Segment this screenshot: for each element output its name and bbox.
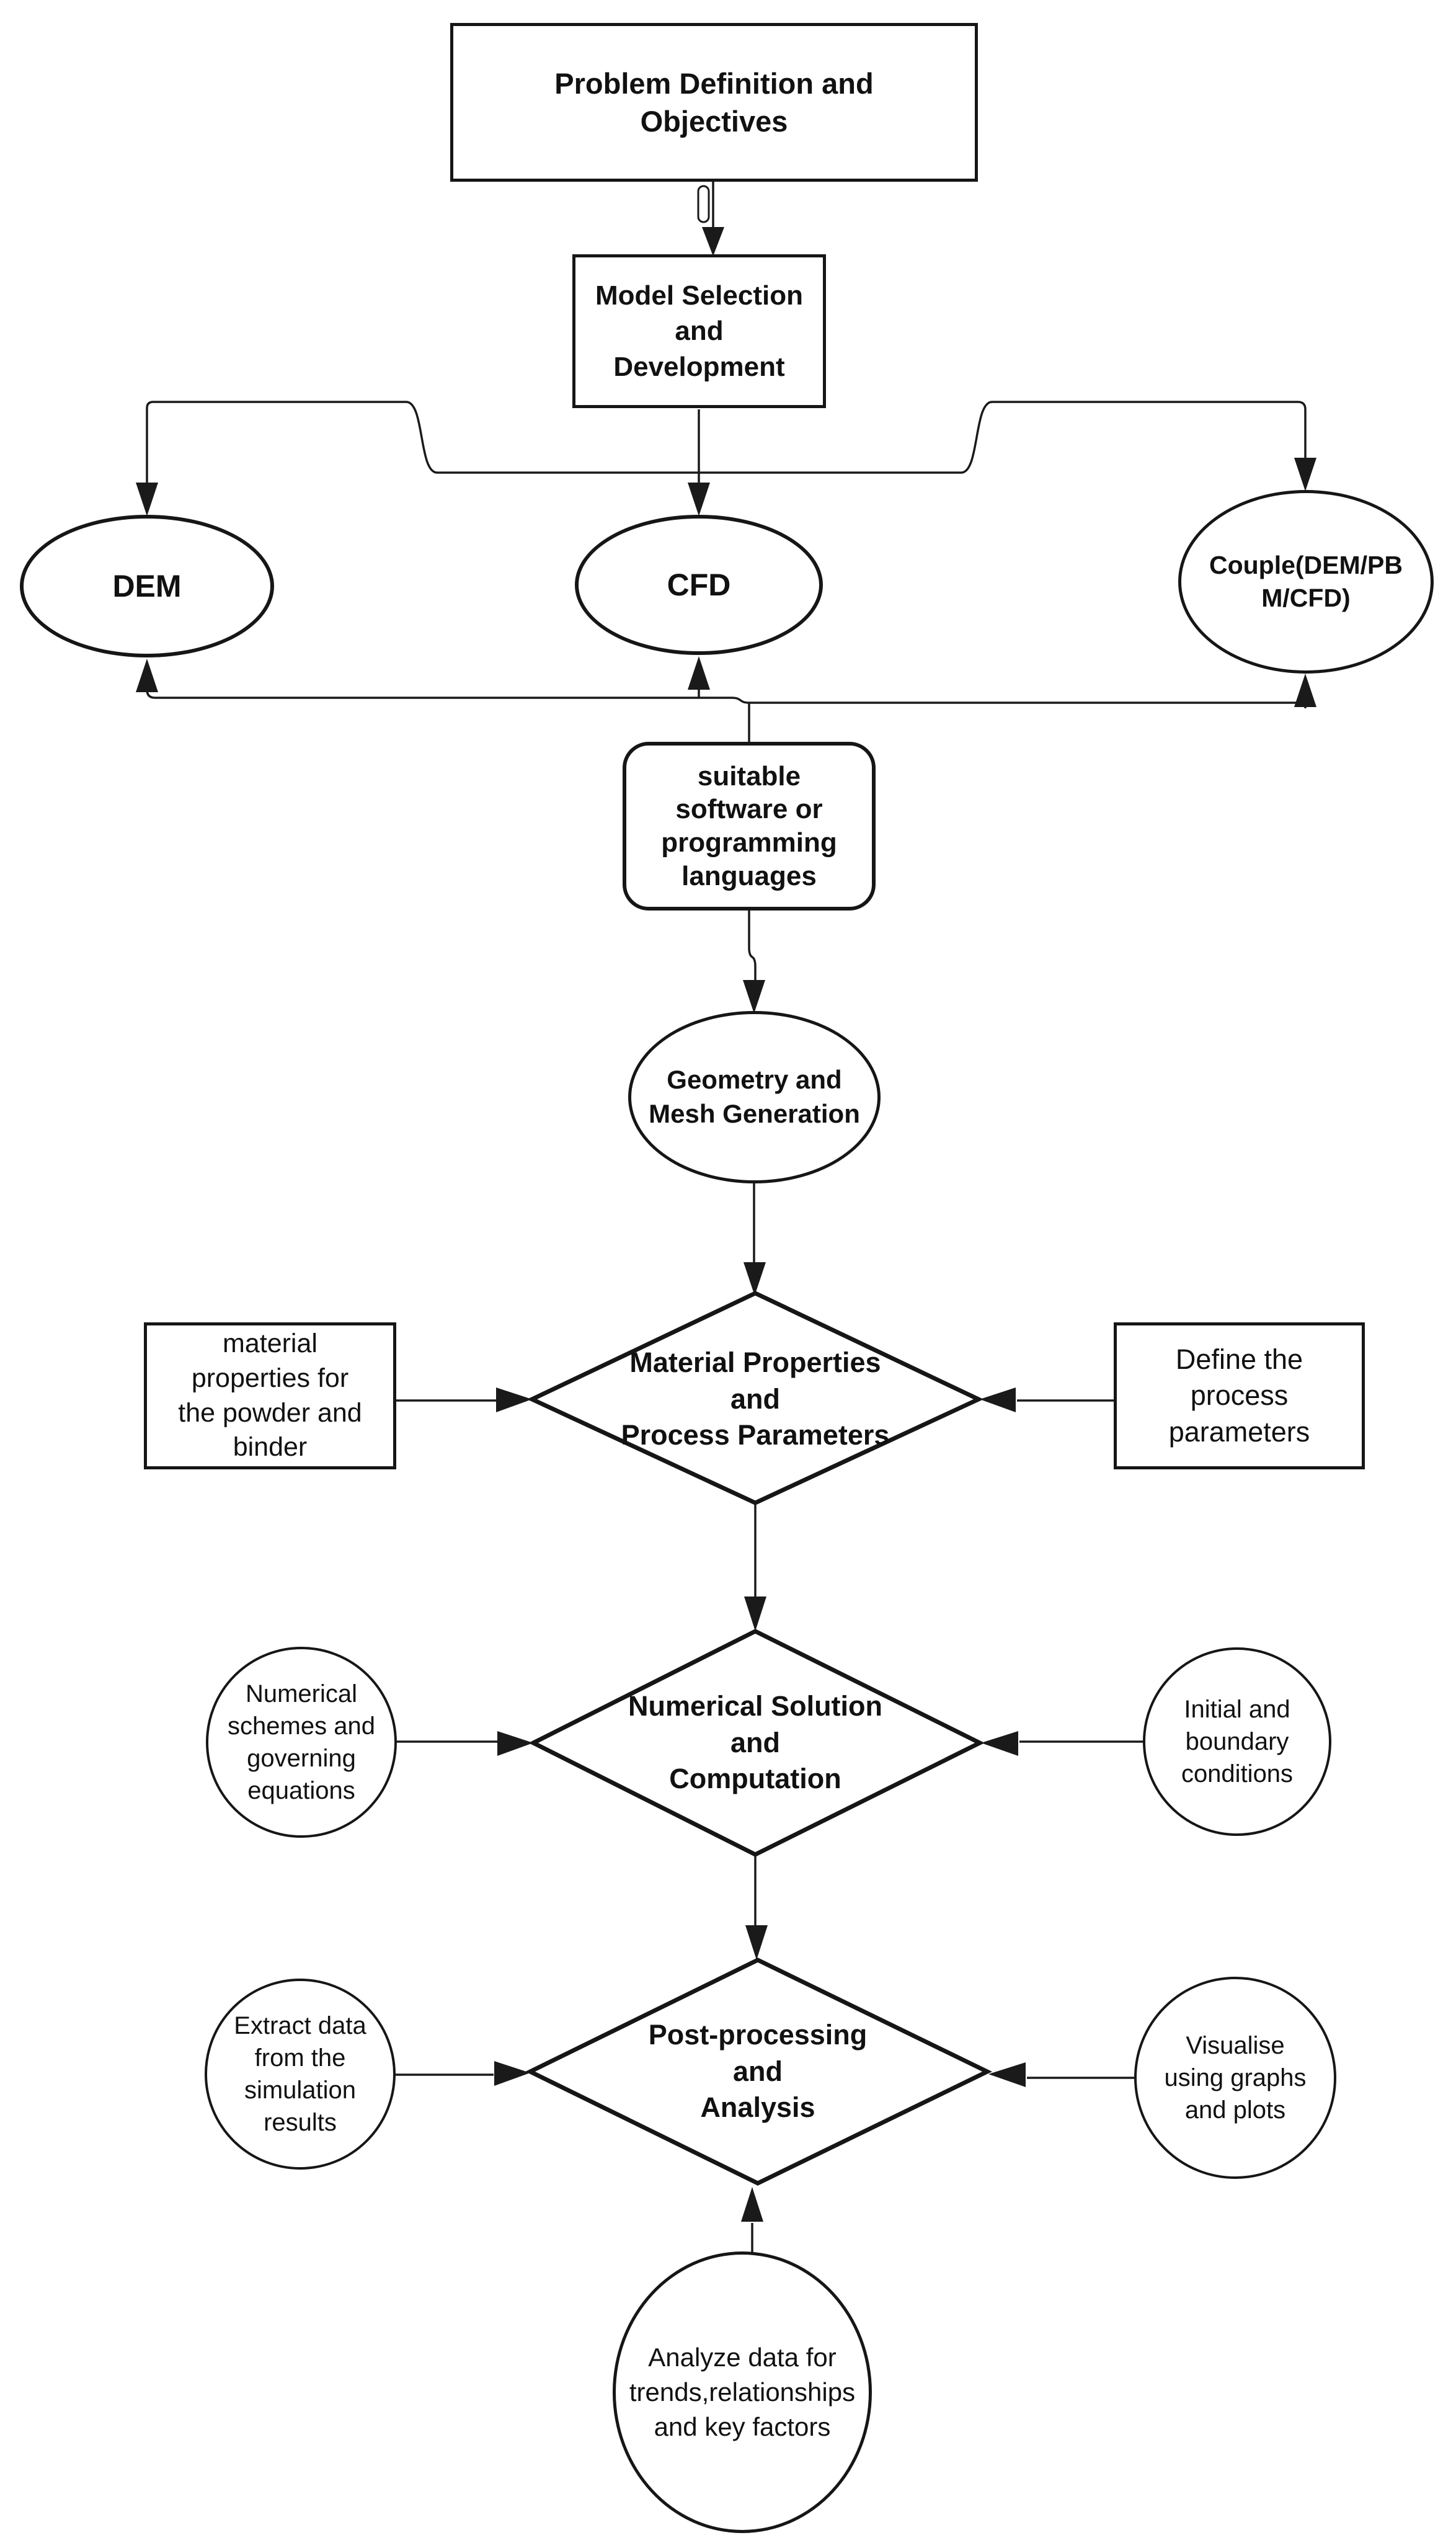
material-diamond-label-box: Material Properties and Process Paramete… — [583, 1322, 928, 1477]
geometry-ellipse: Geometry and Mesh Generation — [628, 1011, 881, 1183]
initial-boundary-circle: Initial and boundary conditions — [1143, 1647, 1331, 1836]
arrow-numerical-left-to-diamond — [397, 1731, 533, 1756]
extract-data-label: Extract data from the simulation results — [234, 2012, 366, 2136]
diamond-post-processing — [525, 1957, 993, 2186]
problem-definition-label: Problem Definition and Objectives — [554, 66, 874, 138]
arrow-post-left-to-diamond — [396, 2061, 530, 2086]
arrow-numerical-to-post — [745, 1855, 768, 1960]
arrow-software-to-geometry — [743, 911, 765, 1013]
analyze-data-circle: Analyze data for trends,relationships an… — [613, 2251, 872, 2533]
extract-data-circle: Extract data from the simulation results — [205, 1979, 396, 2170]
numerical-schemes-label: Numerical schemes and governing equation… — [228, 1680, 375, 1804]
analyze-data-label: Analyze data for trends,relationships an… — [629, 2343, 856, 2441]
arrow-analyze-to-post — [741, 2187, 763, 2255]
model-selection-box: Model Selection and Development — [572, 254, 826, 408]
visualise-circle: Visualise using graphs and plots — [1134, 1977, 1336, 2179]
process-parameters-input-box: Define the process parameters — [1114, 1322, 1365, 1469]
arrow-numerical-right-to-diamond — [981, 1731, 1143, 1756]
arrow-geometry-to-material-diamond — [744, 1183, 766, 1296]
geometry-label: Geometry and Mesh Generation — [649, 1065, 860, 1128]
material-properties-input-label: material properties for the powder and b… — [178, 1328, 362, 1463]
software-box: suitable software or programming languag… — [623, 742, 876, 911]
arrow-material-to-numerical — [744, 1503, 766, 1631]
numerical-diamond-label-box: Numerical Solution and Computation — [589, 1665, 921, 1821]
couple-ellipse: Couple(DEM/PB M/CFD) — [1178, 490, 1434, 674]
post-diamond-label-box: Post-processing and Analysis — [592, 1993, 924, 2150]
arrow-material-right-to-diamond — [980, 1387, 1114, 1412]
arrow-material-left-to-diamond — [396, 1387, 532, 1412]
post-diamond-label: Post-processing and Analysis — [648, 2019, 868, 2124]
material-diamond-label: Material Properties and Process Paramete… — [621, 1347, 890, 1451]
arrow-model-to-cfd — [688, 409, 710, 516]
numerical-diamond-label: Numerical Solution and Computation — [628, 1690, 883, 1795]
problem-definition-box: Problem Definition and Objectives — [450, 23, 978, 182]
process-parameters-input-label: Define the process parameters — [1168, 1343, 1310, 1448]
dem-ellipse: DEM — [20, 515, 274, 657]
cfd-label: CFD — [667, 567, 731, 602]
initial-boundary-label: Initial and boundary conditions — [1181, 1696, 1294, 1788]
model-selection-label: Model Selection and Development — [595, 280, 803, 382]
numerical-schemes-circle: Numerical schemes and governing equation… — [206, 1647, 397, 1838]
arrow-post-right-to-diamond — [988, 2062, 1134, 2087]
material-properties-input-box: material properties for the powder and b… — [144, 1322, 396, 1469]
return-line-software-to-ellipses — [136, 656, 1316, 742]
branch-model-to-dem-couple — [136, 401, 1316, 516]
visualise-label: Visualise using graphs and plots — [1164, 2032, 1307, 2124]
cfd-ellipse: CFD — [575, 515, 823, 655]
dem-label: DEM — [112, 568, 182, 603]
arrow-problem-to-model — [697, 182, 724, 256]
couple-label: Couple(DEM/PB M/CFD) — [1209, 550, 1403, 612]
double-line-glyph — [697, 185, 710, 223]
software-label: suitable software or programming languag… — [661, 760, 837, 891]
